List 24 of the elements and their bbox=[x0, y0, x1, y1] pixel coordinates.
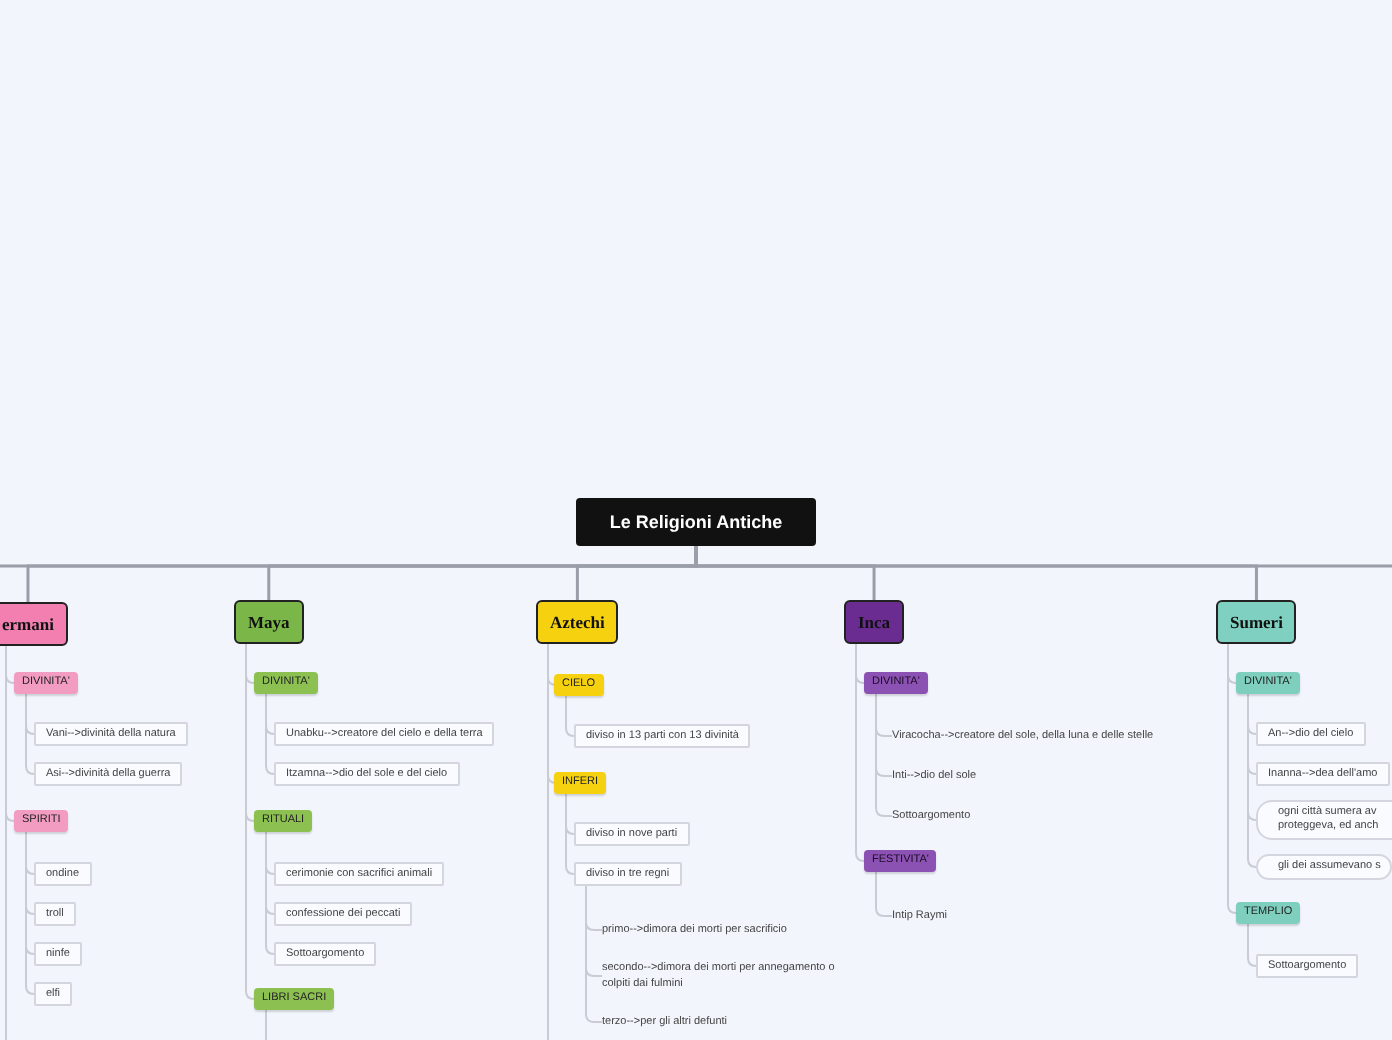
connector-line bbox=[265, 831, 275, 955]
connector-line bbox=[875, 871, 893, 917]
connector-line bbox=[245, 643, 255, 1000]
connector-line bbox=[265, 1009, 267, 1040]
connector-line bbox=[5, 645, 7, 1040]
connector-line bbox=[1247, 923, 1257, 967]
branch-box: Sumeri bbox=[1216, 600, 1297, 644]
connector-line bbox=[585, 885, 603, 1023]
connector-line bbox=[547, 643, 549, 1040]
connector-line bbox=[1247, 693, 1257, 868]
connector-line bbox=[25, 831, 35, 995]
connector-line bbox=[875, 693, 893, 817]
connector-line bbox=[855, 643, 865, 862]
connector-line bbox=[265, 693, 275, 775]
connector-line bbox=[25, 693, 35, 775]
branch-box: ermani bbox=[0, 602, 68, 646]
branch-box: Inca bbox=[844, 600, 905, 644]
connector-line bbox=[1227, 643, 1237, 914]
connector-line bbox=[694, 546, 1258, 600]
title-box: Le Religioni Antiche bbox=[576, 498, 816, 546]
branch-box: Maya bbox=[234, 600, 304, 644]
branch-box: Aztechi bbox=[536, 600, 619, 644]
connector-line bbox=[565, 695, 575, 737]
connector-line bbox=[565, 793, 575, 875]
